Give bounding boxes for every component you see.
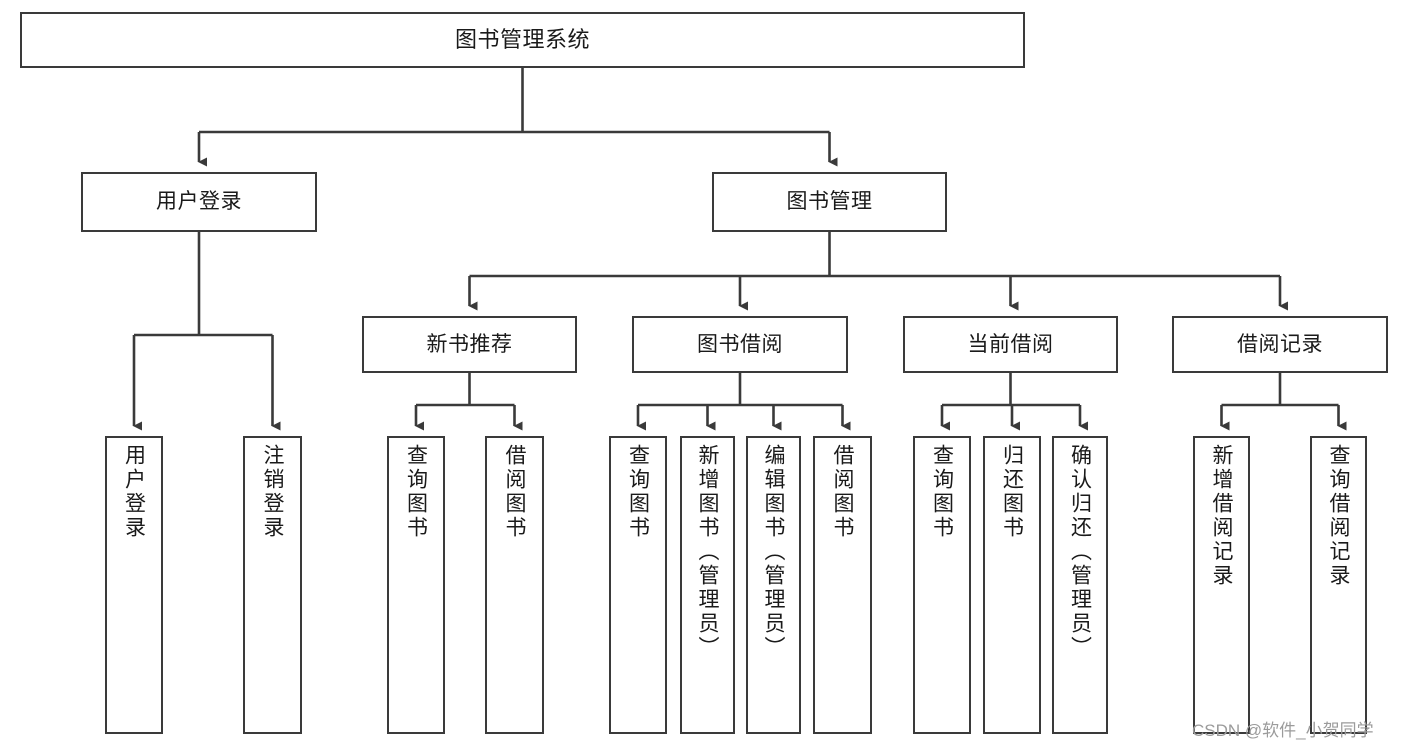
node-label: 图书管理 [786,190,873,214]
node-root-book-management-system[interactable]: 图书管理系统 [20,12,1025,68]
node-label: 查询借阅记录 [1327,444,1351,588]
node-label: 图书管理系统 [454,26,590,52]
node-book-borrow[interactable]: 图书借阅 [632,316,848,373]
node-label: 查询图书 [404,444,428,540]
node-leaf-borrow-book-2[interactable]: 借阅图书 [813,436,872,734]
node-label: 确认归还（管理员） [1068,444,1092,660]
edge-group [132,68,1347,431]
node-label: 编辑图书（管理员） [762,444,786,660]
node-borrow-record[interactable]: 借阅记录 [1172,316,1388,373]
node-leaf-query-book-3[interactable]: 查询图书 [913,436,971,734]
node-user-login[interactable]: 用户登录 [81,172,317,232]
node-leaf-logout[interactable]: 注销登录 [243,436,302,734]
node-label: 借阅图书 [831,444,855,540]
node-leaf-edit-book-admin[interactable]: 编辑图书（管理员） [746,436,801,734]
node-label: 用户登录 [156,190,242,214]
node-leaf-borrow-book-1[interactable]: 借阅图书 [485,436,544,734]
node-label: 新增图书（管理员） [696,444,720,660]
node-label: 新增借阅记录 [1210,444,1234,588]
node-book-management[interactable]: 图书管理 [712,172,947,232]
node-leaf-return-book[interactable]: 归还图书 [983,436,1041,734]
node-label: 新书推荐 [426,332,513,356]
node-leaf-user-login[interactable]: 用户登录 [105,436,163,734]
node-label: 用户登录 [122,444,146,540]
node-label: 归还图书 [1000,444,1024,540]
node-label: 借阅记录 [1237,332,1323,356]
node-leaf-confirm-return-admin[interactable]: 确认归还（管理员） [1052,436,1108,734]
node-leaf-add-book-admin[interactable]: 新增图书（管理员） [680,436,735,734]
node-current-borrow[interactable]: 当前借阅 [903,316,1118,373]
node-label: 借阅图书 [503,444,527,540]
node-new-book-recommend[interactable]: 新书推荐 [362,316,577,373]
node-label: 当前借阅 [967,332,1054,356]
node-label: 查询图书 [626,444,650,540]
node-leaf-query-borrow-record[interactable]: 查询借阅记录 [1310,436,1367,734]
node-label: 图书借阅 [697,332,783,356]
node-leaf-query-book-1[interactable]: 查询图书 [387,436,445,734]
node-label: 注销登录 [261,444,285,540]
node-label: 查询图书 [930,444,954,540]
node-leaf-add-borrow-record[interactable]: 新增借阅记录 [1193,436,1250,734]
node-leaf-query-book-2[interactable]: 查询图书 [609,436,667,734]
